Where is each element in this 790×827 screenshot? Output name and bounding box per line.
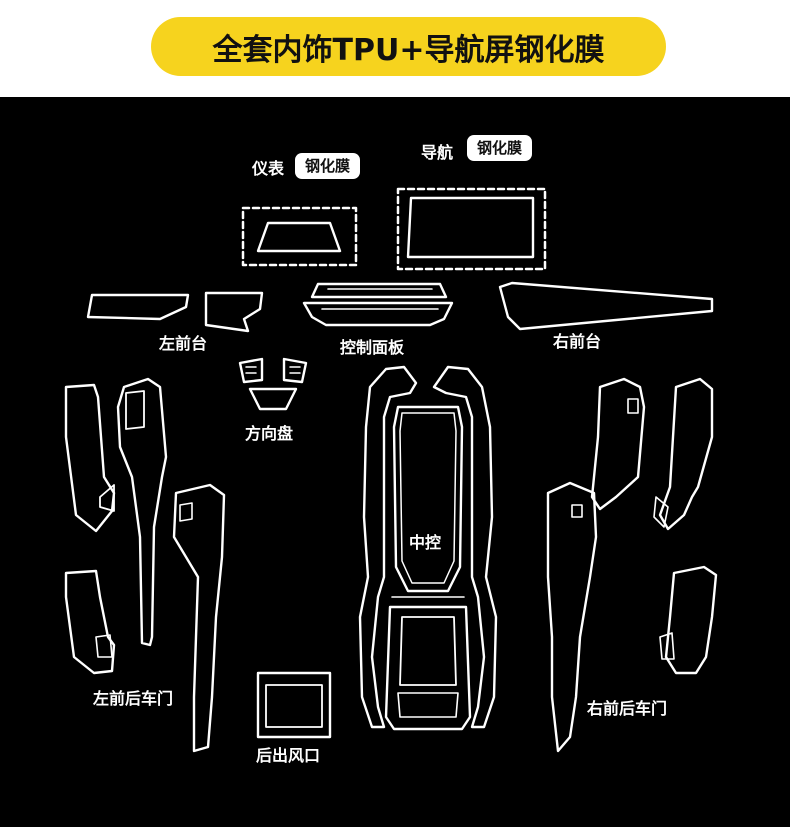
instrument-cluster-part (241, 206, 358, 267)
steering-wheel-part (238, 357, 308, 411)
right-doors-part (546, 377, 718, 753)
instrument-badge: 钢化膜 (295, 153, 361, 179)
left-doors-label: 左前后车门 (93, 689, 174, 708)
parts-diagram: 仪表 钢化膜 导航 钢化膜 左前台 控制面板 右前台 方向盘 中控 左前后车门 … (0, 97, 790, 827)
right-dash-part (498, 281, 714, 331)
instrument-label: 仪表 (252, 159, 285, 178)
center-console-part (358, 365, 498, 731)
navigation-badge: 钢化膜 (467, 135, 533, 161)
right-doors-label: 右前后车门 (587, 699, 668, 718)
parts-outline-drawing (64, 187, 718, 753)
rear-vent-label: 后出风口 (256, 746, 321, 765)
control-panel-part (302, 282, 454, 327)
navigation-screen-part (396, 187, 547, 271)
right-dash-label: 右前台 (553, 332, 602, 351)
control-panel-label: 控制面板 (340, 338, 405, 357)
navigation-label: 导航 (421, 143, 454, 162)
left-dash-part (86, 291, 264, 333)
steering-wheel-label: 方向盘 (245, 424, 294, 443)
center-console-label: 中控 (409, 533, 442, 552)
rear-vent-part (256, 671, 332, 739)
left-dash-label: 左前台 (159, 334, 208, 353)
page-title: 全套内饰TPU+导航屏钢化膜 (151, 17, 666, 76)
left-doors-part (64, 377, 226, 753)
header-bar: 全套内饰TPU+导航屏钢化膜 (0, 0, 790, 97)
